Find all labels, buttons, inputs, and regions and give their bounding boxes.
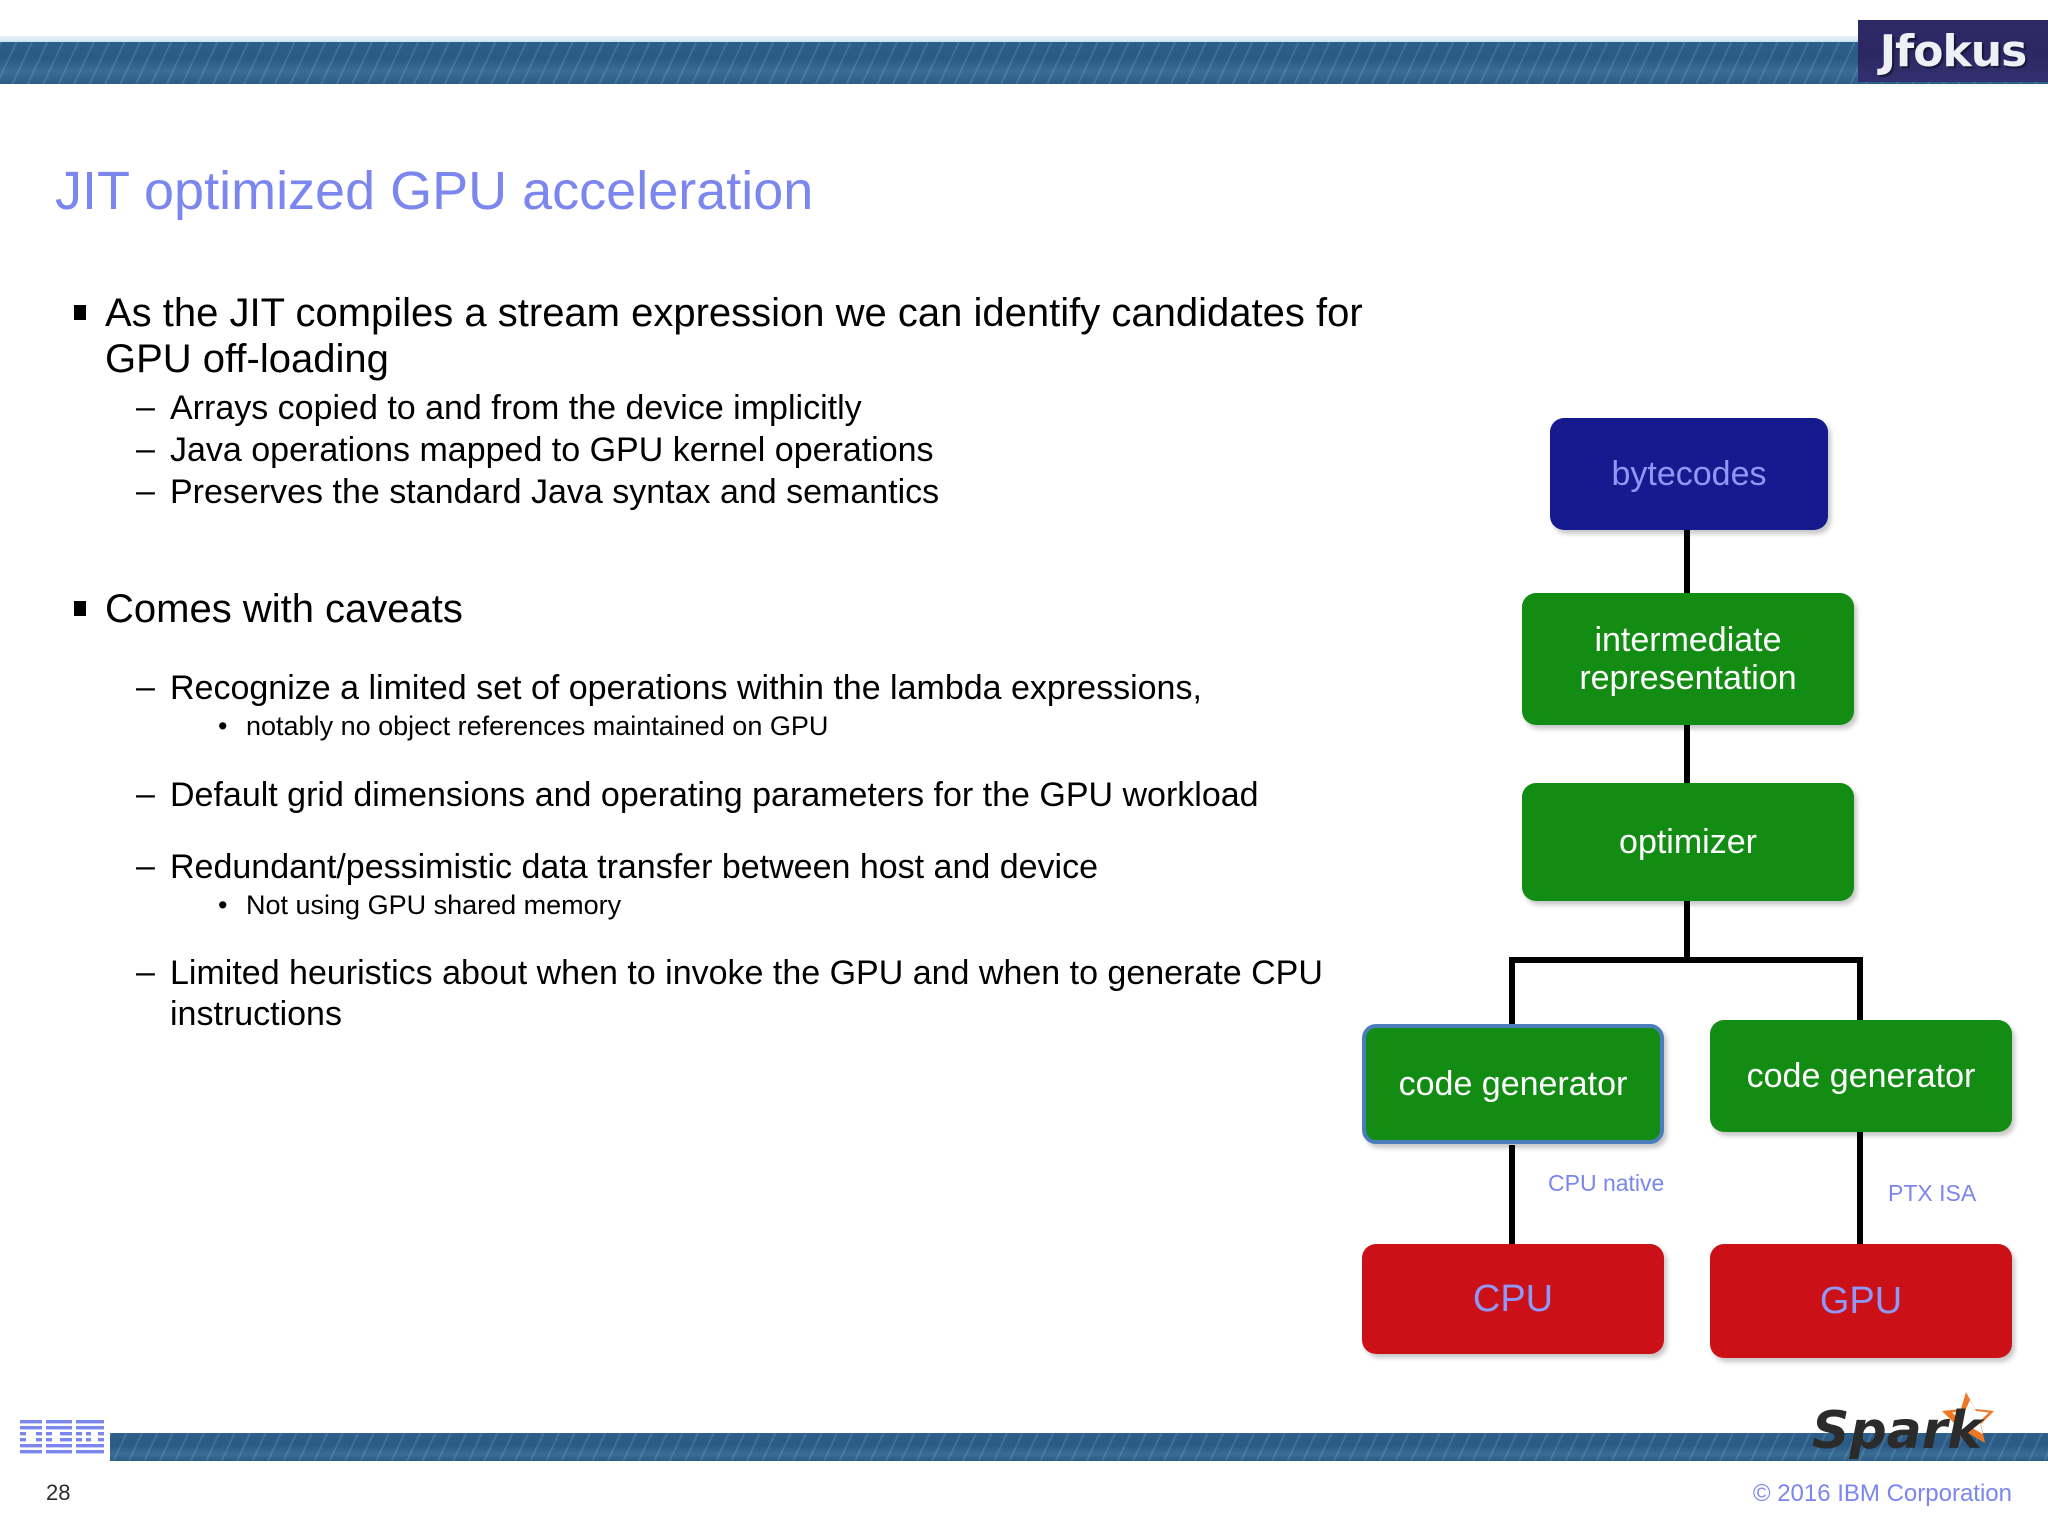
bullet-level2-limited-heuristics: – Limited heuristics about when to invok… xyxy=(60,953,1380,1033)
bullet-level1-text: As the JIT compiles a stream expression … xyxy=(105,291,1363,381)
node-cpu[interactable]: CPU xyxy=(1362,1244,1664,1354)
node-optimizer[interactable]: optimizer xyxy=(1522,783,1854,901)
bullet-level3-no-object-refs: • notably no object references maintaine… xyxy=(60,710,1380,742)
dash-bullet-icon: – xyxy=(136,774,155,813)
bullet-level2-text: Java operations mapped to GPU kernel ope… xyxy=(170,431,934,470)
bullet-level2-text: Arrays copied to and from the device imp… xyxy=(170,389,862,427)
edge-label-ptx-isa: PTX ISA xyxy=(1888,1180,1977,1206)
bullet-level2-text: Recognize a limited set of operations wi… xyxy=(170,669,1202,708)
node-codegen-cpu-label: code generator xyxy=(1398,1064,1628,1103)
square-bullet-icon xyxy=(74,601,86,617)
node-gpu-label: GPU xyxy=(1819,1279,1903,1322)
bullet-level2-text: Default grid dimensions and operating pa… xyxy=(170,775,1259,814)
spacer xyxy=(60,638,1380,668)
dash-bullet-icon: – xyxy=(136,388,155,426)
spacer xyxy=(60,817,1380,847)
bullet-level3-text: Not using GPU shared memory xyxy=(246,890,622,921)
node-code-generator-cpu[interactable]: code generator xyxy=(1362,1024,1664,1144)
diagram-connectors xyxy=(1509,530,1863,1245)
edge-label-cpu-native: CPU native xyxy=(1548,1170,1665,1196)
dash-bullet-icon: – xyxy=(136,668,155,707)
bullet-level2-default-grid: – Default grid dimensions and operating … xyxy=(60,775,1380,815)
bullet-level2-arrays: – Arrays copied to and from the device i… xyxy=(60,388,1380,428)
bullet-level2-text: Limited heuristics about when to invoke … xyxy=(170,954,1323,1033)
bullet-level2-text: Preserves the standard Java syntax and s… xyxy=(170,473,940,512)
page-number: 28 xyxy=(46,1480,71,1505)
bullet-level2-recognize: – Recognize a limited set of operations … xyxy=(60,668,1380,708)
node-code-generator-gpu[interactable]: code generator xyxy=(1710,1020,2012,1132)
bullet-level1-caveats: Comes with caveats xyxy=(60,586,1380,632)
spacer xyxy=(60,745,1380,775)
jit-pipeline-diagram: bytecodes intermediate representation op… xyxy=(1340,400,2048,1360)
copyright-text: © 2016 IBM Corporation xyxy=(1752,1480,2012,1507)
bullet-level2-preserves: – Preserves the standard Java syntax and… xyxy=(60,472,1380,512)
bullet-level3-text: notably no object references maintained … xyxy=(246,711,829,742)
ibm-logo xyxy=(20,1420,104,1454)
node-codegen-gpu-label: code generator xyxy=(1746,1056,1976,1095)
jfokus-logo-text: Jfokus xyxy=(1879,25,2028,77)
dash-bullet-icon: – xyxy=(136,846,155,885)
slide-body: As the JIT compiles a stream expression … xyxy=(60,290,1380,1036)
spacer xyxy=(60,923,1380,953)
node-cpu-label: CPU xyxy=(1472,1277,1554,1320)
round-bullet-icon: • xyxy=(218,890,228,921)
node-gpu[interactable]: GPU xyxy=(1710,1244,2012,1358)
header-highlight-strip xyxy=(0,36,2048,42)
bullet-level2-java-ops: – Java operations mapped to GPU kernel o… xyxy=(60,430,1380,470)
footer-band xyxy=(110,1433,2048,1461)
spark-logo: Spark xyxy=(1812,1392,1994,1461)
dash-bullet-icon: – xyxy=(136,430,155,469)
bullet-level2-text: Redundant/pessimistic data transfer betw… xyxy=(170,847,1098,886)
node-bytecodes-label: bytecodes xyxy=(1611,454,1767,493)
square-bullet-icon xyxy=(74,305,86,320)
header-band xyxy=(0,42,2048,84)
spacer xyxy=(60,514,1380,586)
bullet-level2-redundant-transfer: – Redundant/pessimistic data transfer be… xyxy=(60,847,1380,887)
bullet-level1-jit: As the JIT compiles a stream expression … xyxy=(60,290,1380,382)
page-title: JIT optimized GPU acceleration xyxy=(55,161,814,221)
spark-logo-text: Spark xyxy=(1812,1401,1985,1461)
bullet-level1-text: Comes with caveats xyxy=(105,587,463,632)
bullet-level3-shared-memory: • Not using GPU shared memory xyxy=(60,889,1380,921)
dash-bullet-icon: – xyxy=(136,472,155,511)
node-intermediate-representation[interactable]: intermediate representation xyxy=(1522,593,1854,725)
round-bullet-icon: • xyxy=(218,711,228,742)
dash-bullet-icon: – xyxy=(136,953,155,992)
spark-star-icon xyxy=(1942,1392,1994,1443)
jfokus-logo: Jfokus xyxy=(1858,20,2048,82)
node-ir-label: intermediate representation xyxy=(1579,620,1797,697)
node-bytecodes[interactable]: bytecodes xyxy=(1550,418,1828,530)
node-optimizer-label: optimizer xyxy=(1619,822,1757,861)
